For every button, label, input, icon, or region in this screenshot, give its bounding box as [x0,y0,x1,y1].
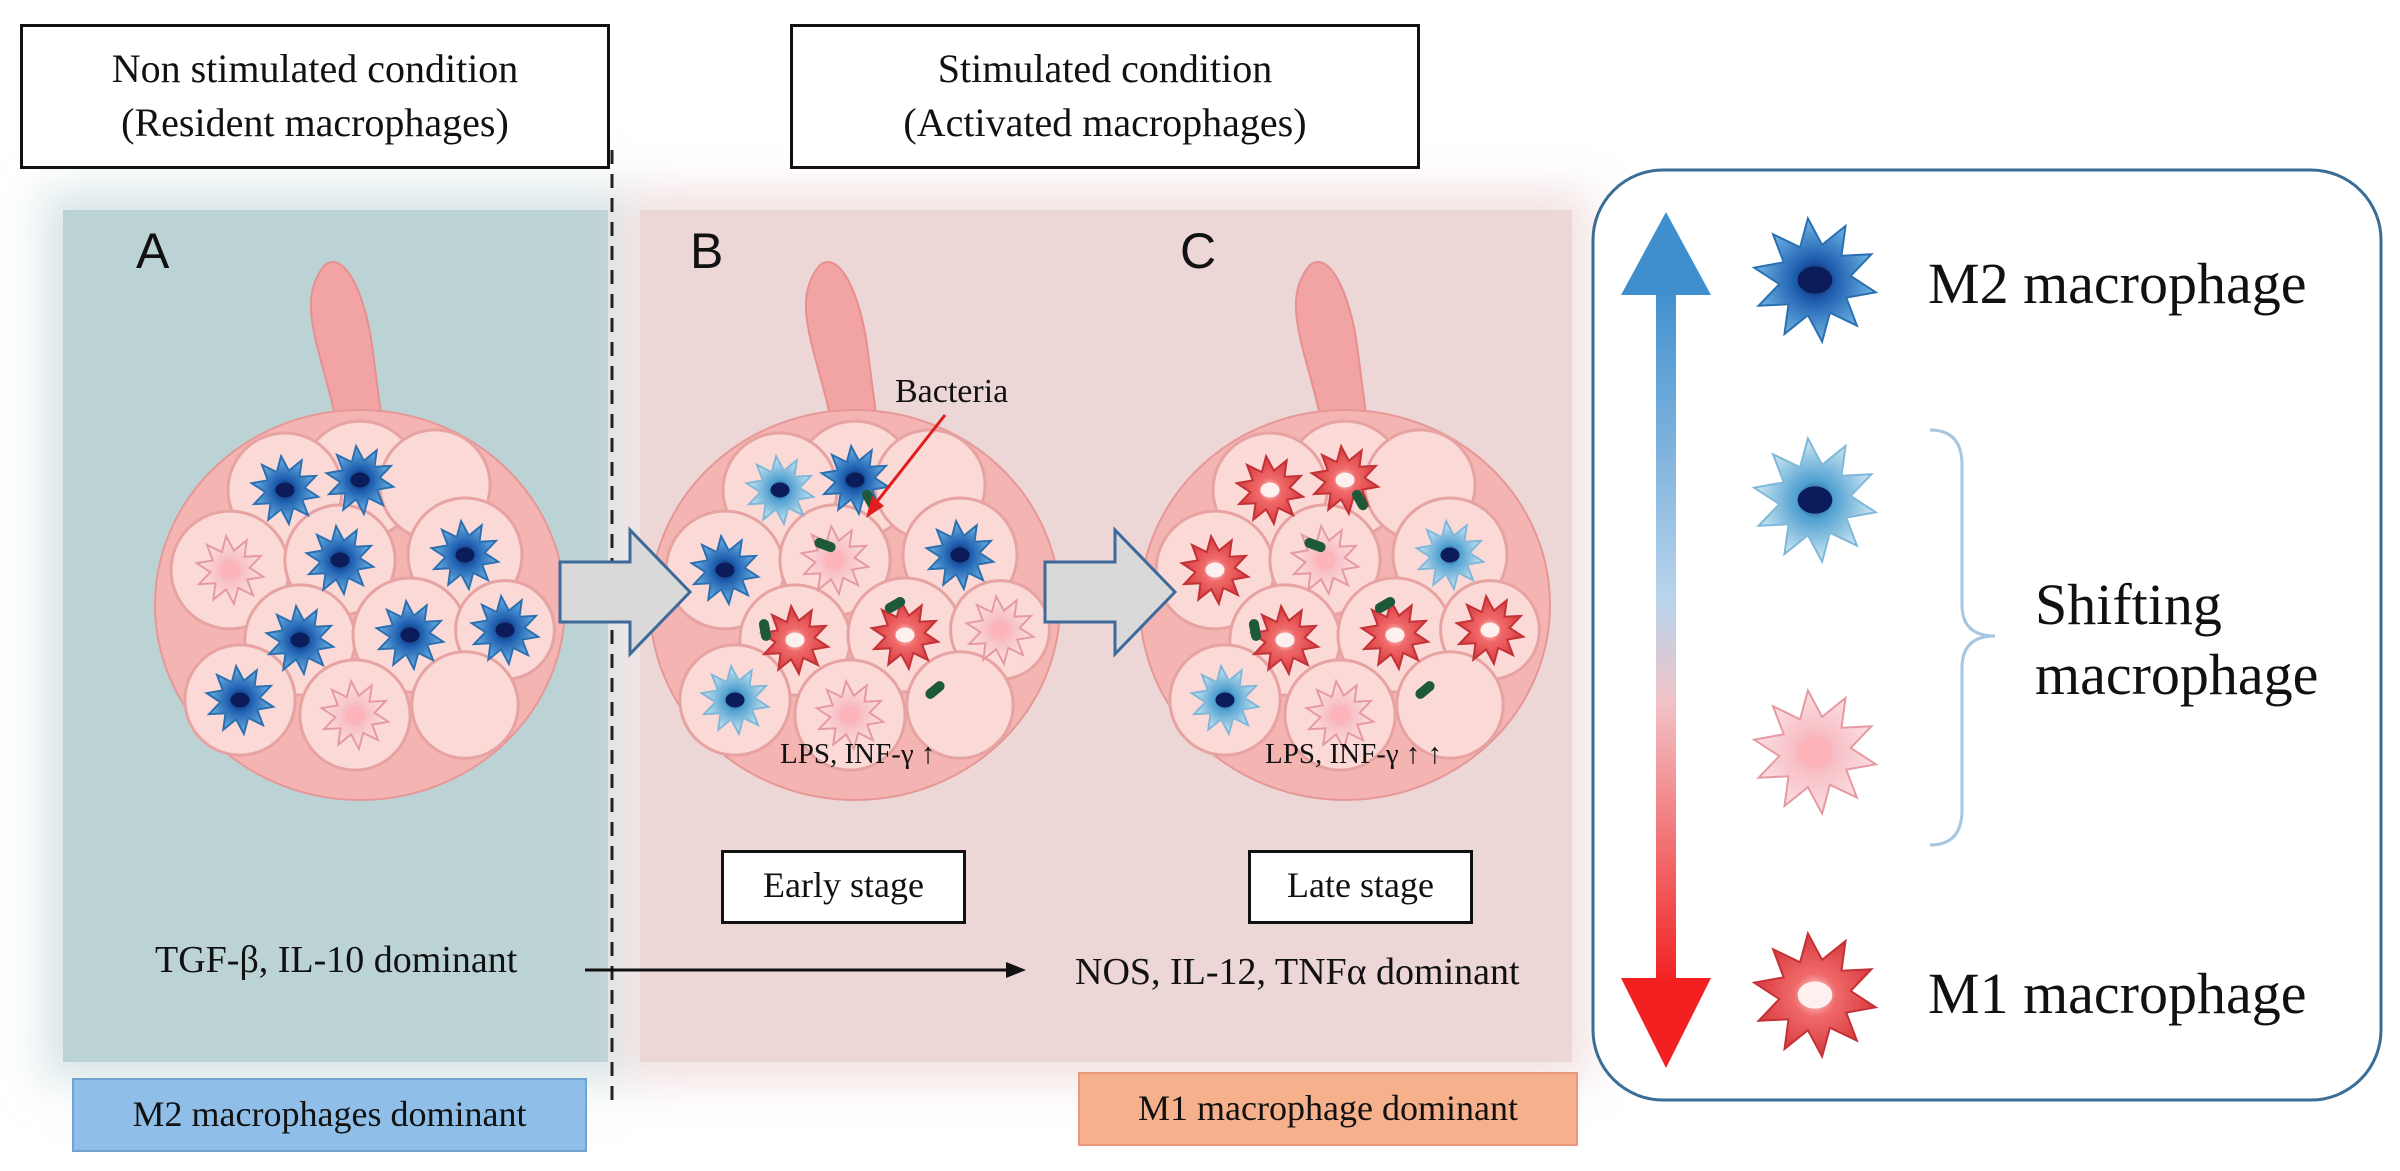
bacteria-pointer [870,414,947,509]
lps-early-label: LPS, INF-γ ↑ [780,738,936,770]
axis-arrow-up [1621,212,1711,295]
cluster-c-airway [1295,261,1372,446]
header-stimulated-line2: (Activated macrophages) [903,100,1307,145]
progression-arrow-2 [1043,526,1178,658]
m1-dominant-tag: M1 macrophage dominant [1078,1072,1578,1146]
m2-macrophage-cell [924,518,996,592]
lps-late-label: LPS, INF-γ ↑ ↑ [1265,738,1443,770]
m1-macrophage-cell [814,678,886,752]
legend-cells [1751,215,1879,1060]
m2-dominant-tag: M2 macrophages dominant [72,1078,587,1152]
legend-shifting-line2: macrophage [2035,642,2319,707]
alveolar-cluster-b [649,261,1061,801]
legend-shift-m2-cell [1751,435,1879,565]
m1-macrophage-cell [1454,593,1526,667]
m2-macrophage-cell [304,523,376,597]
bacterium [925,681,945,699]
progression-arrow-1 [558,526,693,658]
alveolar-cluster-c [1139,261,1551,801]
bacterium [884,597,906,613]
legend-m2-cell [1751,215,1879,345]
m1-cytokines-label: NOS, IL-12, TNFα dominant [1075,951,1520,993]
panel-letter-b: B [690,223,724,279]
header-non-stimulated-line1: Non stimulated condition [111,46,519,91]
shifting-bracket [1929,428,1996,847]
m1-macrophage-cell [964,593,1036,667]
m2-macrophage-cell [264,603,336,677]
early-stage-box: Early stage [721,850,966,924]
header-stimulated: Stimulated condition (Activated macropha… [790,24,1420,169]
legend-m2-label: M2 macrophage [1928,251,2307,316]
m2-cytokines-label: TGF-β, IL-10 dominant [155,939,518,981]
m1-macrophage-cell [1359,598,1431,672]
bacterium [1415,681,1435,699]
alveolus [905,650,1015,760]
m2-macrophage-cell [374,598,446,672]
late-stage-box: Late stage [1248,850,1473,924]
panel-letter-c: C [1180,223,1217,279]
panel-letter-a: A [136,223,170,279]
m1-macrophage-cell [1304,678,1376,752]
alveolus [410,650,520,760]
m2-macrophage-cell [744,453,816,527]
legend-shifting-line1: Shifting [2035,572,2222,637]
alveolar-cluster-a [154,261,566,801]
m1-macrophage-cell [194,533,266,607]
m1-macrophage-cell [319,678,391,752]
axis-arrow-down [1621,978,1711,1068]
bacteria-pointer-head [866,496,884,518]
cytokine-shift-arrow-head [1006,962,1026,978]
header-non-stimulated-line2: (Resident macrophages) [121,100,509,145]
legend-shifting-label: Shifting macrophage [2035,570,2318,710]
cluster-b-airway [805,261,882,446]
alveolus [1395,650,1505,760]
bacterium [1304,537,1326,553]
header-stimulated-line1: Stimulated condition [937,46,1273,91]
cluster-a-airway [310,261,387,446]
legend-shift-m1-cell [1751,687,1879,817]
m1-macrophage-cell [1234,453,1306,527]
legend-m1-cell [1751,930,1879,1060]
m2-macrophage-cell [469,593,541,667]
m2-macrophage-cell [249,453,321,527]
m2-macrophage-cell [699,663,771,737]
m2-macrophage-cell [204,663,276,737]
bacterium [814,537,836,553]
m1-macrophage-cell [869,598,941,672]
m2-macrophage-cell [1414,518,1486,592]
bacterium [1374,597,1396,613]
bacterium [1248,619,1262,641]
m2-macrophage-cell [1189,663,1261,737]
m2-macrophage-cell [429,518,501,592]
m2-macrophage-cell [324,443,396,517]
m1-macrophage-cell [1179,533,1251,607]
polarization-axis [1656,285,1676,985]
bacterium [758,619,772,641]
legend-m1-label: M1 macrophage [1928,961,2307,1026]
bacterium [1352,489,1368,511]
bacteria-label: Bacteria [895,373,1009,410]
m2-macrophage-cell [689,533,761,607]
header-non-stimulated: Non stimulated condition (Resident macro… [20,24,610,169]
